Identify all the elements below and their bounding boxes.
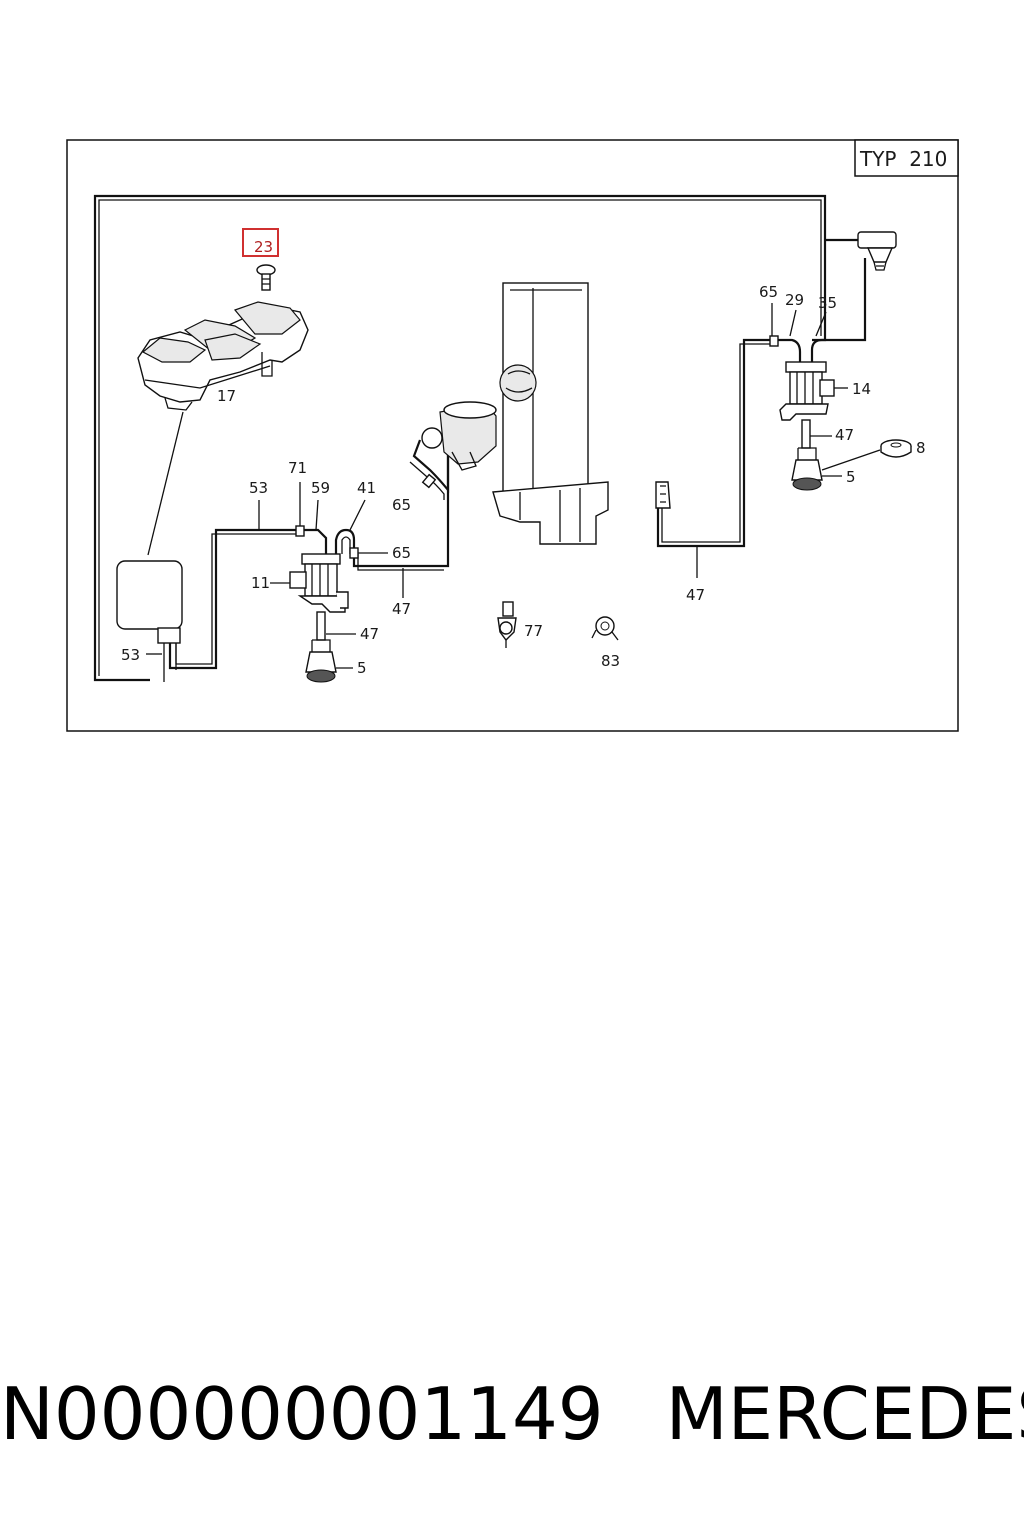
label-83: 83 <box>601 652 620 670</box>
connector-77 <box>497 601 517 648</box>
label-17: 17 <box>217 387 236 405</box>
sensor-top-right <box>857 231 897 271</box>
reservoir-box <box>116 560 183 682</box>
label-71: 71 <box>288 459 307 477</box>
hose-53 <box>168 528 300 670</box>
label-77: 77 <box>524 622 543 640</box>
label-47-left-low: 47 <box>392 600 411 618</box>
part-23-callout: 23 <box>242 228 279 257</box>
label-53-bottom: 53 <box>121 646 140 664</box>
label-47-right-low: 47 <box>686 586 705 604</box>
pump-left: 71 59 41 65 <box>288 430 450 683</box>
label-5-left: 5 <box>357 659 367 677</box>
label-11: 11 <box>251 574 270 592</box>
label-53-top: 53 <box>249 479 268 497</box>
label-41: 41 <box>357 479 376 497</box>
label-47-left-mid: 47 <box>360 625 379 643</box>
highlight-box <box>242 228 279 257</box>
label-23: 23 <box>254 238 273 256</box>
label-14: 14 <box>852 380 871 398</box>
clamp-83 <box>591 616 619 641</box>
type-label: TYP 210 <box>859 147 947 171</box>
pump-right: 65 29 35 <box>759 283 837 491</box>
label-65-mid: 65 <box>392 544 411 562</box>
label-35: 35 <box>818 294 837 312</box>
label-29: 29 <box>785 291 804 309</box>
hose-47-right <box>655 338 772 548</box>
central-assembly <box>421 282 609 545</box>
label-65-left: 65 <box>392 496 411 514</box>
type-badge: TYP 210 <box>854 139 959 177</box>
label-8: 8 <box>916 439 926 457</box>
part-number: N000000001149 <box>0 1372 604 1456</box>
screw-icon <box>256 264 276 291</box>
label-47-right-mid: 47 <box>835 426 854 444</box>
diagram-frame <box>66 139 959 732</box>
hose-65-left <box>409 430 450 500</box>
label-5-right: 5 <box>846 468 856 486</box>
footer-caption: N000000001149 MERCEDES <box>0 1372 1024 1456</box>
label-59: 59 <box>311 479 330 497</box>
brand-name: MERCEDES <box>665 1372 1024 1456</box>
washer-8 <box>880 439 912 458</box>
expansion-tank-17 <box>137 301 309 411</box>
label-65-right: 65 <box>759 283 778 301</box>
parts-diagram: TYP 210 23 17 53 <box>66 139 959 732</box>
